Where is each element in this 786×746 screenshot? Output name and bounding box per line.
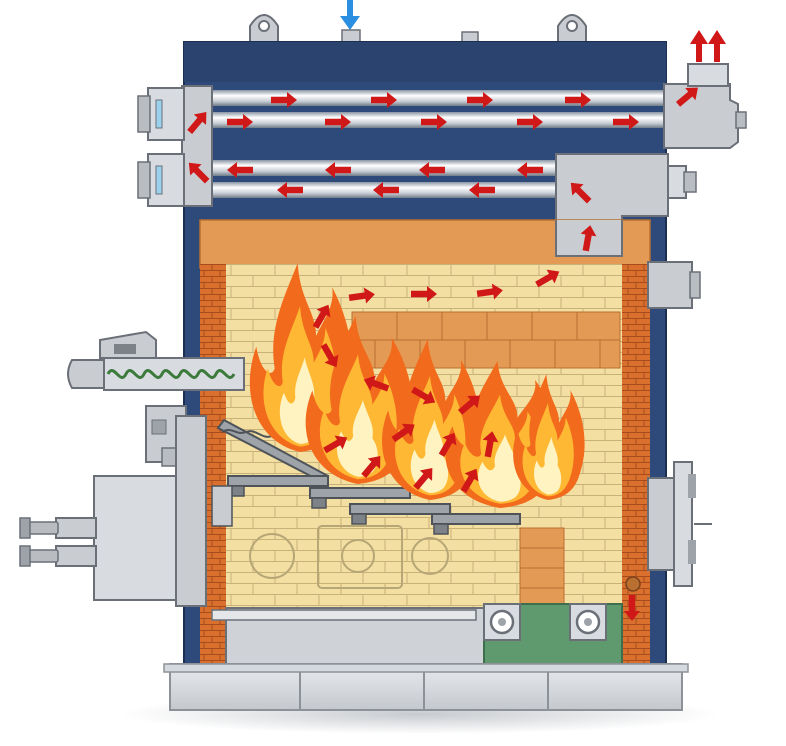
fire-tube: [210, 90, 665, 106]
fuel-auger-feeder: [67, 330, 245, 391]
flue-outlet: [663, 63, 747, 149]
rear-access-door: [647, 461, 712, 587]
fire-tubes-lower: [210, 160, 560, 198]
side-inspection-port: [647, 261, 701, 309]
front-smoke-box: [137, 85, 213, 207]
ash-screw-left: [483, 603, 521, 641]
drain-port: [625, 576, 641, 592]
lifting-lug-left: [249, 14, 279, 45]
exhaust-arrow-icon: [690, 30, 726, 62]
ash-screw-right: [569, 603, 607, 641]
base-plinth: [163, 663, 689, 711]
ash-door-outline: [249, 525, 449, 589]
combustion-air-fan: [19, 415, 207, 607]
inlet-arrow-icon: [340, 0, 360, 30]
fire-tube: [210, 160, 560, 176]
jacket-top-band: [184, 42, 666, 82]
lifting-lug-right: [557, 14, 587, 45]
step-grate: [211, 418, 521, 535]
firebrick-wall-right: [622, 264, 650, 668]
